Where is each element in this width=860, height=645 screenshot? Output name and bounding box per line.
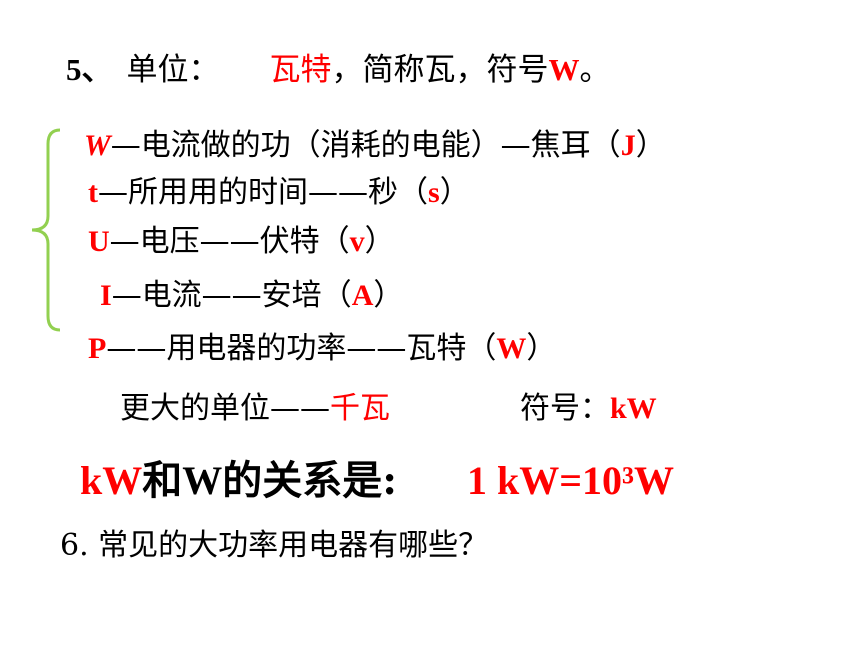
bigger-unit-label: 更大的单位—— <box>120 391 330 426</box>
bigger-unit-line: 更大的单位——千瓦 符号：kW <box>120 383 657 427</box>
unit-end: 。 <box>579 52 611 88</box>
relation-kw: kW <box>80 458 143 503</box>
bigger-unit-name: 千瓦 <box>330 391 390 426</box>
unit-label: 单位： <box>126 52 220 88</box>
definition-power: P——用电器的功率——瓦特（W） <box>88 323 556 367</box>
def-text: —电压——伏特（ <box>109 224 350 259</box>
def-close: ） <box>635 128 666 163</box>
definition-current: I—电流——安培（A） <box>100 270 403 314</box>
unit-symbol: W <box>548 52 580 87</box>
unit-abbrev-text: ，简称瓦，符号 <box>331 52 549 88</box>
def-text: —电流做的功（消耗的电能）—焦耳（ <box>110 128 621 163</box>
def-symbol: I <box>100 279 112 312</box>
definition-voltage: U—电压——伏特（v） <box>88 216 395 260</box>
def-close: ） <box>373 278 404 313</box>
def-unit: s <box>428 176 440 209</box>
curly-brace <box>31 128 61 332</box>
def-symbol: t <box>88 176 98 209</box>
relation-w: W <box>182 458 223 503</box>
def-close: ） <box>364 224 395 259</box>
relation-line: kW和W的关系是: 1 kW=10³W <box>80 448 674 506</box>
def-symbol: P <box>88 332 107 365</box>
def-unit: v <box>349 225 365 258</box>
question-6: 6. 常见的大功率用电器有哪些？ <box>60 528 489 563</box>
def-symbol: U <box>88 225 110 258</box>
relation-text: 的关系是: <box>222 457 398 504</box>
def-close: ） <box>526 331 557 366</box>
def-text: —电流——安培（ <box>111 278 352 313</box>
bigger-unit-symbol-label: 符号： <box>520 391 610 426</box>
relation-and: 和 <box>142 457 183 504</box>
item-number: 5、 <box>66 52 113 87</box>
def-text: ——用电器的功率——瓦特（ <box>106 331 497 366</box>
unit-heading: 5、单位： 瓦特，简称瓦，符号W。 <box>66 44 611 89</box>
def-unit: A <box>351 279 374 312</box>
relation-answer: 1 kW=10³W <box>467 458 675 503</box>
def-text: —所用用的时间——秒（ <box>98 175 428 210</box>
def-close: ） <box>439 175 470 210</box>
def-symbol: W <box>84 129 111 162</box>
definition-time: t—所用用的时间——秒（s） <box>88 167 470 211</box>
def-unit: W <box>496 332 527 365</box>
bigger-unit-symbol: kW <box>610 392 657 425</box>
definition-work: W—电流做的功（消耗的电能）—焦耳（J） <box>84 120 666 164</box>
unit-name: 瓦特 <box>269 52 332 88</box>
def-unit: J <box>620 129 636 162</box>
